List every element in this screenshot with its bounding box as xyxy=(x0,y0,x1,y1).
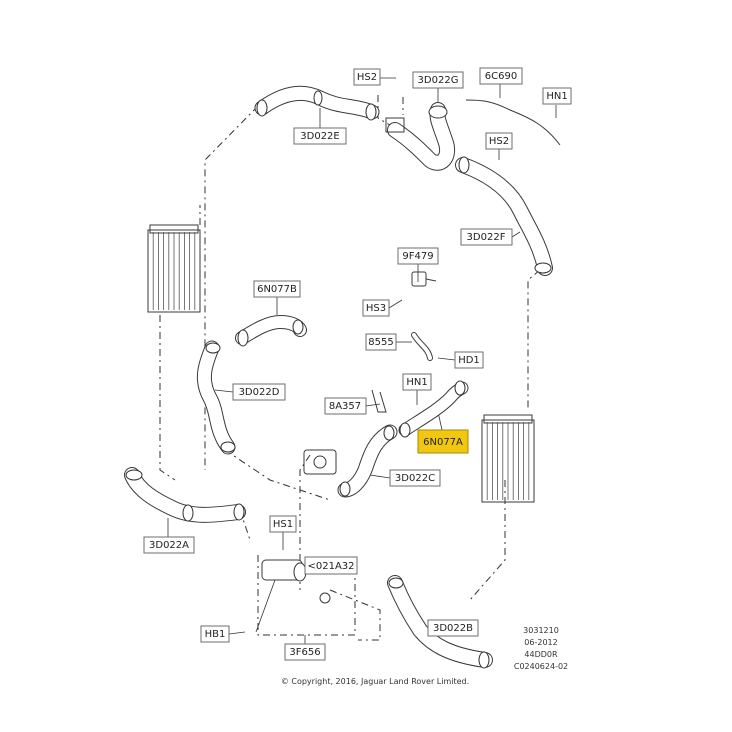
callout-hs1: HS1 xyxy=(269,515,297,533)
harness-6c690 xyxy=(465,99,561,146)
callout-6n077a: 6N077A xyxy=(417,429,469,454)
svg-text:C0240624-02: C0240624-02 xyxy=(514,662,568,671)
svg-text:3D022F: 3D022F xyxy=(467,232,506,243)
hose-6n077b xyxy=(235,315,307,347)
throttle-3f656 xyxy=(261,559,331,604)
svg-text:8A357: 8A357 xyxy=(329,401,361,412)
callout-hd1: HD1 xyxy=(454,351,484,369)
svg-text:3D022A: 3D022A xyxy=(149,540,189,551)
svg-text:6N077A: 6N077A xyxy=(423,437,463,448)
hose-3d022c xyxy=(337,424,398,498)
svg-text:HD1: HD1 xyxy=(458,355,480,366)
svg-text:HN1: HN1 xyxy=(406,377,427,388)
hose-3d022e xyxy=(254,85,380,121)
pump-assembly xyxy=(303,449,337,475)
svg-text:HB1: HB1 xyxy=(205,629,226,640)
callout-3d022d: 3D022D xyxy=(232,383,286,401)
svg-text:3D022D: 3D022D xyxy=(239,387,280,398)
svg-text:HN1: HN1 xyxy=(546,91,567,102)
callout-021a32: <021A32 xyxy=(304,556,358,575)
svg-text:3031210: 3031210 xyxy=(523,626,559,635)
sensor-9f479 xyxy=(411,271,437,287)
callout-hs2-top: HS2 xyxy=(353,68,381,86)
callout-hs3: HS3 xyxy=(362,299,390,317)
callout-hn1-mid: HN1 xyxy=(402,373,432,391)
callout-9f479: 9F479 xyxy=(397,247,439,265)
svg-text:8555: 8555 xyxy=(368,337,393,348)
callout-hb1: HB1 xyxy=(200,625,230,643)
hose-3d022b xyxy=(387,575,493,669)
svg-text:HS2: HS2 xyxy=(357,72,377,83)
leader-lines xyxy=(167,77,557,644)
svg-text:HS3: HS3 xyxy=(366,303,386,314)
callout-hn1-top: HN1 xyxy=(542,87,572,105)
callout-8a357: 8A357 xyxy=(324,397,367,415)
copyright-notice: © Copyright, 2016, Jaguar Land Rover Lim… xyxy=(281,677,469,686)
bracket-8a357 xyxy=(371,389,387,413)
svg-text:3F656: 3F656 xyxy=(289,647,320,658)
callout-3d022b: 3D022B xyxy=(427,619,479,637)
svg-text:3D022G: 3D022G xyxy=(418,75,459,86)
callout-3d022g: 3D022G xyxy=(412,71,464,89)
intercooler-right xyxy=(481,414,535,503)
svg-text:<021A32: <021A32 xyxy=(307,561,354,572)
svg-text:44DD0R: 44DD0R xyxy=(524,650,558,659)
hose-3d022f xyxy=(455,156,553,276)
hose-8555 xyxy=(411,332,433,361)
callout-3d022a: 3D022A xyxy=(143,536,195,554)
reference-block: 3031210 06-2012 44DD0R C0240624-02 xyxy=(514,626,568,671)
callout-3d022f: 3D022F xyxy=(460,228,513,246)
callout-6n077b: 6N077B xyxy=(253,280,301,298)
svg-text:06-2012: 06-2012 xyxy=(524,638,557,647)
svg-text:3D022E: 3D022E xyxy=(300,131,339,142)
callout-3f656: 3F656 xyxy=(284,643,326,661)
hose-3d022g xyxy=(385,102,456,171)
callout-8555: 8555 xyxy=(365,333,397,351)
svg-text:3D022C: 3D022C xyxy=(395,473,435,484)
callout-3d022e: 3D022E xyxy=(293,127,347,145)
svg-text:HS1: HS1 xyxy=(273,519,293,530)
callout-3d022c: 3D022C xyxy=(389,469,441,487)
svg-text:6N077B: 6N077B xyxy=(257,284,297,295)
svg-text:3D022B: 3D022B xyxy=(433,623,473,634)
svg-text:HS2: HS2 xyxy=(489,136,509,147)
hose-3d022d xyxy=(196,340,236,455)
svg-text:6C690: 6C690 xyxy=(485,71,517,82)
hose-3d022a xyxy=(124,467,246,523)
svg-text:9F479: 9F479 xyxy=(402,251,433,262)
callout-6c690: 6C690 xyxy=(479,67,523,85)
hose-6n077a xyxy=(398,380,469,438)
intercooler-left xyxy=(147,224,201,313)
callout-hs2-mid: HS2 xyxy=(485,132,513,150)
